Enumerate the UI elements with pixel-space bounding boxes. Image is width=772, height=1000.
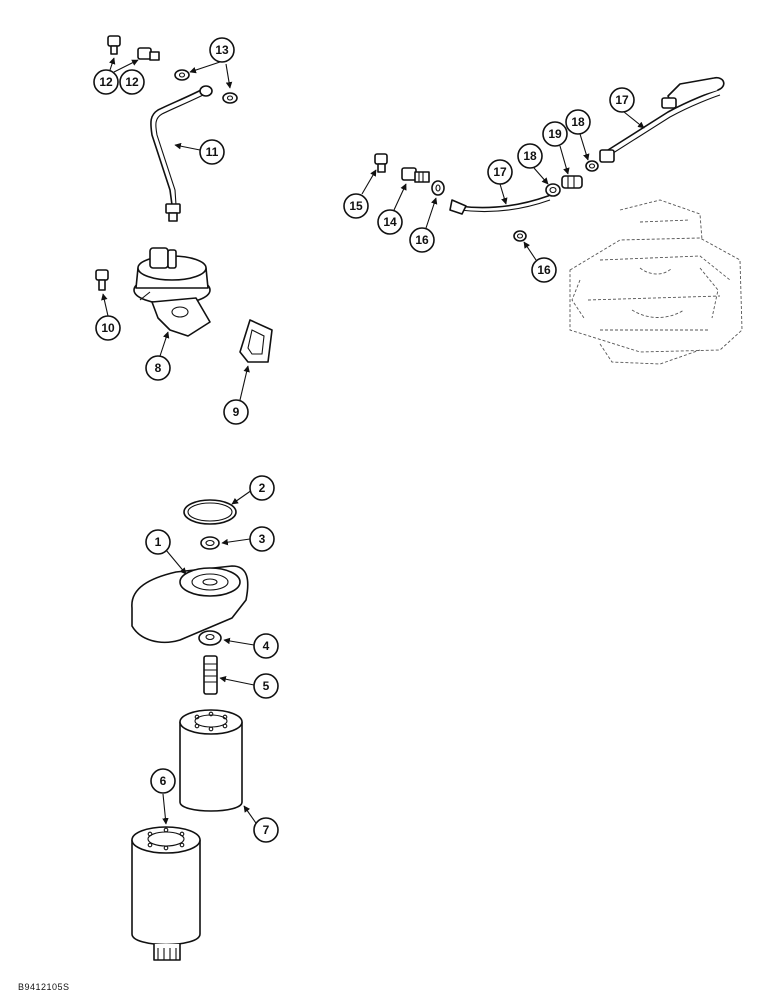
callout-4: 4 [253,633,279,659]
leader-16a [425,197,438,229]
callout-11: 11 [199,139,225,165]
washer-13-a [174,69,190,81]
washer-13-b [222,92,238,104]
svg-text:11: 11 [206,145,219,159]
figure-code: B9412105S [18,982,70,992]
washer-16-b [513,230,527,242]
svg-text:6: 6 [160,774,167,788]
callout-17b: 17 [609,87,635,113]
svg-text:13: 13 [215,43,229,57]
callout-18a: 18 [517,143,543,169]
banjo-bolt-14 [401,167,430,183]
leader-8 [159,331,170,357]
leader-13a [189,61,221,74]
svg-text:2: 2 [259,481,266,495]
svg-text:10: 10 [101,321,115,335]
svg-text:14: 14 [383,215,397,229]
fitting-18-b [585,160,599,172]
leader-3 [221,538,251,546]
adapter-5 [203,655,218,695]
svg-text:4: 4 [263,639,270,653]
svg-text:17: 17 [493,165,507,179]
svg-text:3: 3 [259,532,266,546]
leader-19 [559,145,570,175]
callout-5: 5 [253,673,279,699]
leader-2 [231,489,253,505]
bolt-12-large [137,47,160,61]
seal-3 [200,536,220,550]
callout-10: 10 [95,315,121,341]
callout-12a: 12 [93,69,119,95]
nut-17-end [599,149,615,163]
leader-9 [239,365,250,401]
svg-text:16: 16 [415,233,429,247]
leader-11 [174,142,201,151]
filter-6 [131,826,201,961]
svg-text:9: 9 [233,405,240,419]
bolt-15 [374,153,388,173]
callout-6: 6 [150,768,176,794]
leader-14 [393,183,407,211]
callout-7: 7 [253,817,279,843]
washer-16-a [431,180,445,196]
svg-text:8: 8 [155,361,162,375]
callout-8: 8 [145,355,171,381]
leader-18b [579,133,590,161]
bolt-12-small [107,35,121,55]
svg-text:12: 12 [99,75,113,89]
leader-12b [113,59,139,73]
fuel-pump-8 [133,247,211,337]
gasket-9 [239,319,273,363]
callout-1: 1 [145,529,171,555]
leader-18a [533,167,549,185]
svg-text:16: 16 [537,263,551,277]
callout-19: 19 [542,121,568,147]
leader-10 [101,293,109,317]
callout-9: 9 [223,399,249,425]
o-ring-2 [183,499,237,525]
svg-text:17: 17 [615,93,629,107]
leader-12a [108,57,116,71]
callout-14: 14 [377,209,403,235]
callout-2: 2 [249,475,275,501]
callout-18b: 18 [565,109,591,135]
bolt-10 [95,269,109,291]
callout-15: 15 [343,193,369,219]
svg-text:19: 19 [548,127,562,141]
leader-13b [225,63,233,89]
callout-12b: 12 [119,69,145,95]
svg-text:5: 5 [263,679,270,693]
filter-head-1 [131,565,249,644]
fuel-tube-17 [449,76,725,215]
callout-3: 3 [249,526,275,552]
leader-16b [523,241,537,261]
callout-17a: 17 [487,159,513,185]
fitting-19 [561,175,583,189]
leader-1 [165,549,187,575]
leader-4 [223,637,255,646]
leader-17a [499,183,508,205]
svg-text:1: 1 [155,535,162,549]
svg-text:7: 7 [263,823,270,837]
svg-text:12: 12 [125,75,139,89]
leader-15 [361,169,377,195]
nut-4 [198,630,222,646]
leader-17b [623,111,645,129]
leader-6 [162,793,169,825]
callout-16b: 16 [531,257,557,283]
callout-13: 13 [209,37,235,63]
leader-5 [219,675,255,686]
svg-text:18: 18 [523,149,537,163]
fitting-18-a [545,183,561,197]
injection-pump-sketch [569,199,743,365]
callout-16a: 16 [409,227,435,253]
svg-text:18: 18 [571,115,585,129]
filter-7 [179,709,243,812]
svg-text:15: 15 [349,199,363,213]
